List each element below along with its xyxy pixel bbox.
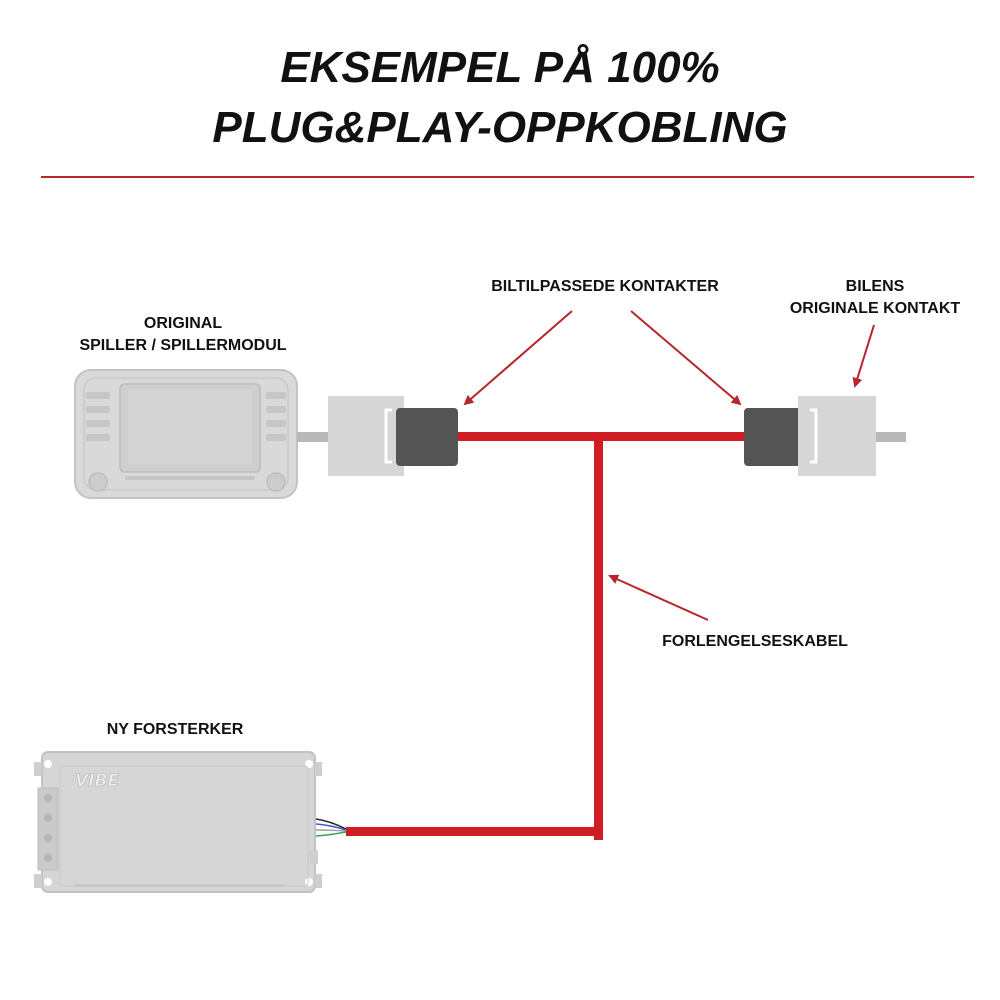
arrow-extension-cable bbox=[608, 574, 709, 621]
label-original-player: ORIGINAL SPILLER / SPILLERMODUL bbox=[60, 313, 306, 357]
label-original-player-line-2: SPILLER / SPILLERMODUL bbox=[79, 337, 287, 354]
title-divider bbox=[41, 176, 974, 178]
label-extension-cable: FORLENGELSESKABEL bbox=[662, 633, 848, 650]
car-original-connector bbox=[798, 396, 876, 476]
amplifier-wire-bundle bbox=[315, 818, 347, 837]
arrow-original-connector bbox=[852, 324, 875, 388]
player-wire-stub bbox=[297, 432, 329, 442]
label-original-player-line-1: ORIGINAL bbox=[143, 315, 223, 332]
amplifier-logo: VIBE bbox=[75, 771, 119, 791]
label-original-connector-line-1: BILENS bbox=[845, 278, 905, 295]
arrow-left-connector bbox=[463, 310, 573, 406]
left-plug-adapter bbox=[396, 408, 458, 466]
title-line-2: PLUG&PLAY-OPPKOBLING bbox=[212, 103, 788, 152]
right-plug-adapter bbox=[744, 408, 806, 466]
car-wire-stub bbox=[876, 432, 906, 442]
left-car-connector bbox=[328, 396, 404, 476]
extension-cable bbox=[346, 432, 744, 840]
new-amplifier-unit bbox=[34, 751, 322, 893]
label-original-connector: BILENS ORIGINALE KONTAKT bbox=[770, 276, 980, 320]
label-original-connector-line-2: ORIGINALE KONTAKT bbox=[789, 300, 961, 317]
original-player-unit bbox=[74, 369, 298, 499]
label-car-connectors: BILTILPASSEDE KONTAKTER bbox=[491, 278, 719, 295]
label-new-amplifier: NY FORSTERKER bbox=[106, 721, 244, 738]
arrow-right-connector bbox=[630, 310, 742, 406]
title-line-1: EKSEMPEL PÅ 100% bbox=[280, 43, 720, 92]
